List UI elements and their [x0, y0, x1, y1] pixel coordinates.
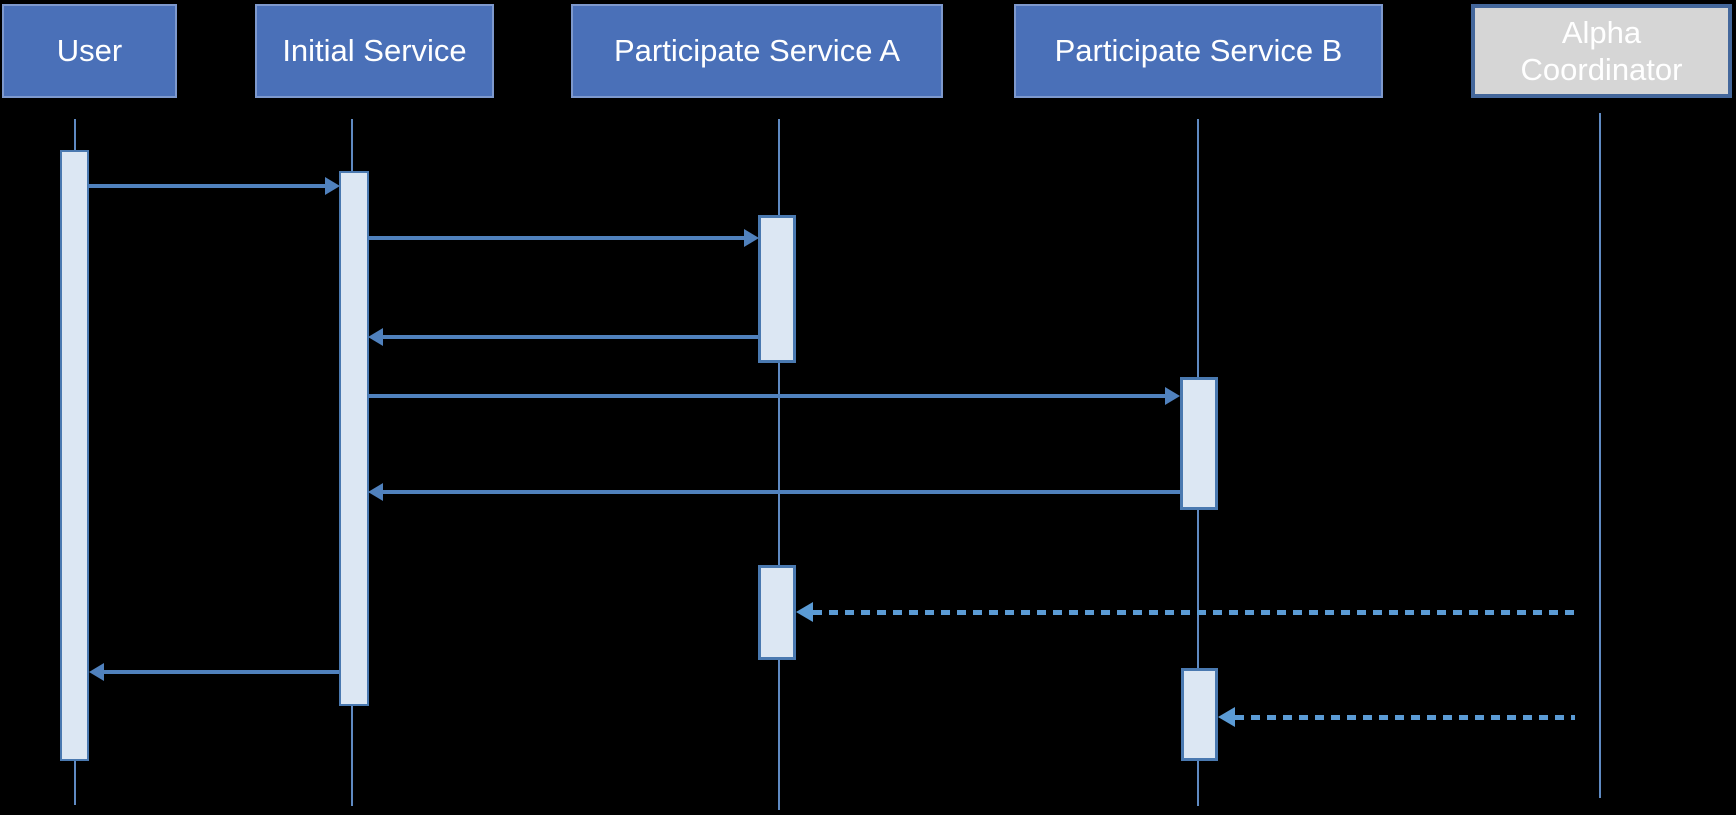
dashed-line-coordinator-to-participate-b: [1235, 715, 1575, 720]
lifeline-alpha-coordinator: [1599, 113, 1601, 798]
dashed-line-coordinator-to-participate-a: [813, 610, 1575, 615]
activation-bar-user: [60, 150, 89, 761]
activation-bar-initial-service: [339, 171, 369, 706]
activation-bar-participate-a-first: [758, 215, 796, 363]
activation-bar-participate-b-second: [1181, 668, 1218, 761]
participant-label-participate-service-a: Participate Service A: [613, 33, 901, 69]
participant-label-participate-service-b: Participate Service B: [1054, 33, 1343, 69]
message-line-participate-b-to-initial: [383, 490, 1180, 494]
lifeline-participate-service-a: [778, 119, 780, 810]
arrowhead-right-icon: [1165, 387, 1180, 405]
participant-label-user: User: [56, 33, 123, 69]
participant-box-participate-service-b: Participate Service B: [1014, 4, 1383, 98]
participant-box-user: User: [2, 4, 177, 98]
message-line-participate-a-to-initial: [383, 335, 758, 339]
message-line-initial-to-participate-b: [368, 394, 1166, 398]
dashed-arrowhead-left-icon: [796, 602, 813, 622]
participant-box-initial-service: Initial Service: [255, 4, 494, 98]
activation-bar-participate-b-first: [1180, 377, 1218, 510]
message-line-initial-to-user: [104, 670, 339, 674]
dashed-arrowhead-left-icon: [1218, 707, 1235, 727]
arrowhead-left-icon: [368, 328, 383, 346]
participant-box-alpha-coordinator: Alpha Coordinator: [1471, 4, 1732, 98]
activation-bar-participate-a-second: [758, 565, 796, 660]
arrowhead-left-icon: [89, 663, 104, 681]
arrowhead-left-icon: [368, 483, 383, 501]
message-line-user-to-initial: [88, 184, 327, 188]
arrowhead-right-icon: [325, 177, 340, 195]
participant-label-initial-service: Initial Service: [282, 33, 467, 69]
participant-box-participate-service-a: Participate Service A: [571, 4, 943, 98]
arrowhead-right-icon: [744, 229, 759, 247]
participant-label-alpha-coordinator: Alpha Coordinator: [1520, 14, 1683, 87]
message-line-initial-to-participate-a: [368, 236, 746, 240]
